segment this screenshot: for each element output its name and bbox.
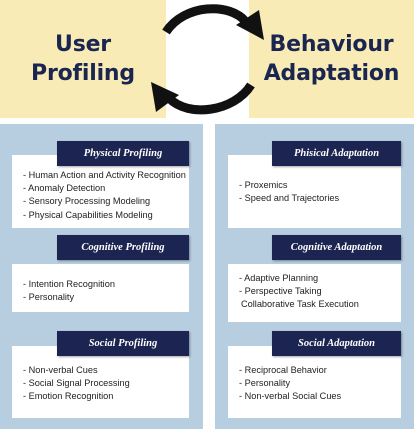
cognitive-profiling-header: Cognitive Profiling: [57, 235, 189, 260]
list-item: - Adaptive Planning: [239, 273, 319, 283]
list-item: - Social Signal Processing: [23, 378, 130, 389]
social-profiling-header: Social Profiling: [57, 331, 189, 356]
physical-profiling-card: - Human Action and Activity Recognition …: [12, 155, 189, 228]
arrow-top-arc: [162, 4, 250, 35]
behaviour-adaptation-line2: Adaptation: [263, 61, 400, 86]
arrow-bottom-head: [151, 82, 179, 112]
physical-adaptation-card: - Proxemics - Speed and Trajectories: [228, 155, 401, 228]
cognitive-profiling-card: - Intention Recognition - Personality: [12, 264, 189, 312]
list-item: - Emotion Recognition: [23, 391, 114, 402]
physical-profiling-header: Physical Profiling: [57, 141, 189, 166]
list-item: - Proxemics: [239, 180, 288, 190]
list-item: - Non-verbal Social Cues: [239, 391, 342, 402]
cognitive-adaptation-card: - Adaptive Planning - Perspective Taking…: [228, 264, 401, 322]
user-profiling-line2: Profiling: [31, 61, 135, 86]
list-item: - Physical Capabilities Modeling: [23, 209, 153, 220]
list-item: - Sensory Processing Modeling: [23, 196, 151, 207]
cycle-arrows: [151, 4, 264, 115]
user-profiling-box: User Profiling: [0, 0, 166, 118]
list-item: Collaborative Task Execution: [241, 299, 359, 310]
social-adaptation-card: - Reciprocal Behavior - Personality - No…: [228, 346, 401, 418]
arrow-top-head: [236, 10, 264, 40]
social-adaptation-header: Social Adaptation: [272, 331, 401, 356]
list-item: - Reciprocal Behavior: [239, 365, 327, 375]
behaviour-adaptation-box: Behaviour Adaptation: [249, 0, 414, 118]
behaviour-adaptation-line1: Behaviour: [269, 32, 394, 57]
list-item: - Speed and Trajectories: [239, 193, 340, 204]
list-item: - Perspective Taking: [239, 286, 322, 297]
arrow-bottom-arc: [165, 82, 255, 115]
social-profiling-card: - Non-verbal Cues - Social Signal Proces…: [12, 346, 189, 418]
list-item: - Intention Recognition: [23, 279, 115, 289]
list-item: - Human Action and Activity Recognition: [23, 170, 186, 180]
list-item: - Anomaly Detection: [23, 183, 106, 194]
cognitive-adaptation-header: Cognitive Adaptation: [272, 235, 401, 260]
user-profiling-line1: User: [55, 32, 111, 57]
physical-adaptation-header: Phisical Adaptation: [272, 141, 401, 166]
list-item: - Non-verbal Cues: [23, 365, 98, 375]
list-item: - Personality: [23, 292, 75, 303]
list-item: - Personality: [239, 378, 291, 389]
